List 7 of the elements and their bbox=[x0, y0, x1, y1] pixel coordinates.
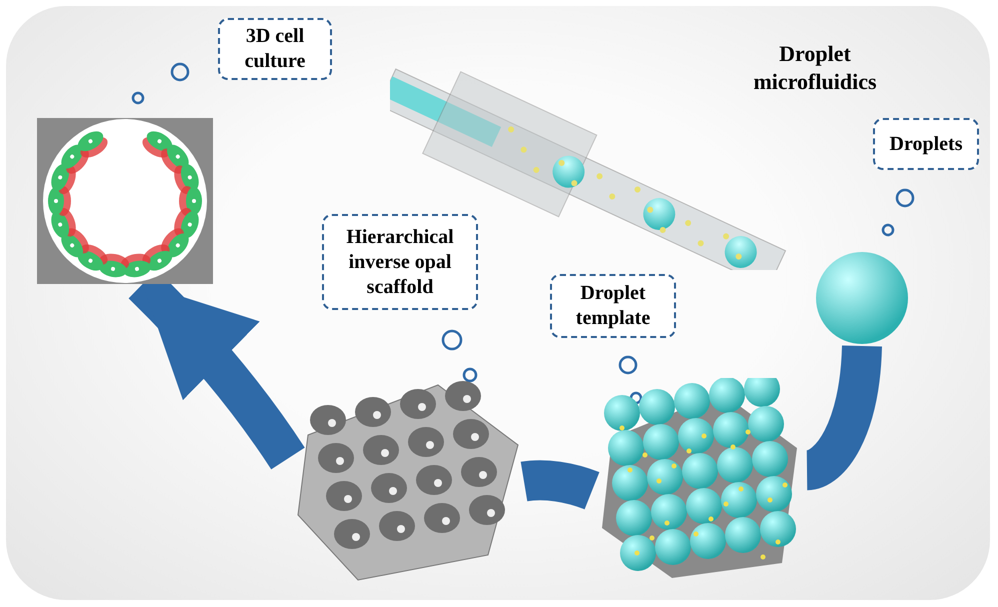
cell-ring-drawing bbox=[37, 118, 213, 284]
caption-text: Droplet microfluidics bbox=[752, 40, 878, 95]
callout-box: 3D cell culture bbox=[218, 18, 332, 80]
callout-box: Droplet template bbox=[550, 274, 676, 338]
callout-box: Hierarchical inverse opal scaffold bbox=[322, 214, 478, 310]
droplet-drawing bbox=[814, 250, 910, 346]
callout-box: Droplets bbox=[873, 118, 979, 170]
